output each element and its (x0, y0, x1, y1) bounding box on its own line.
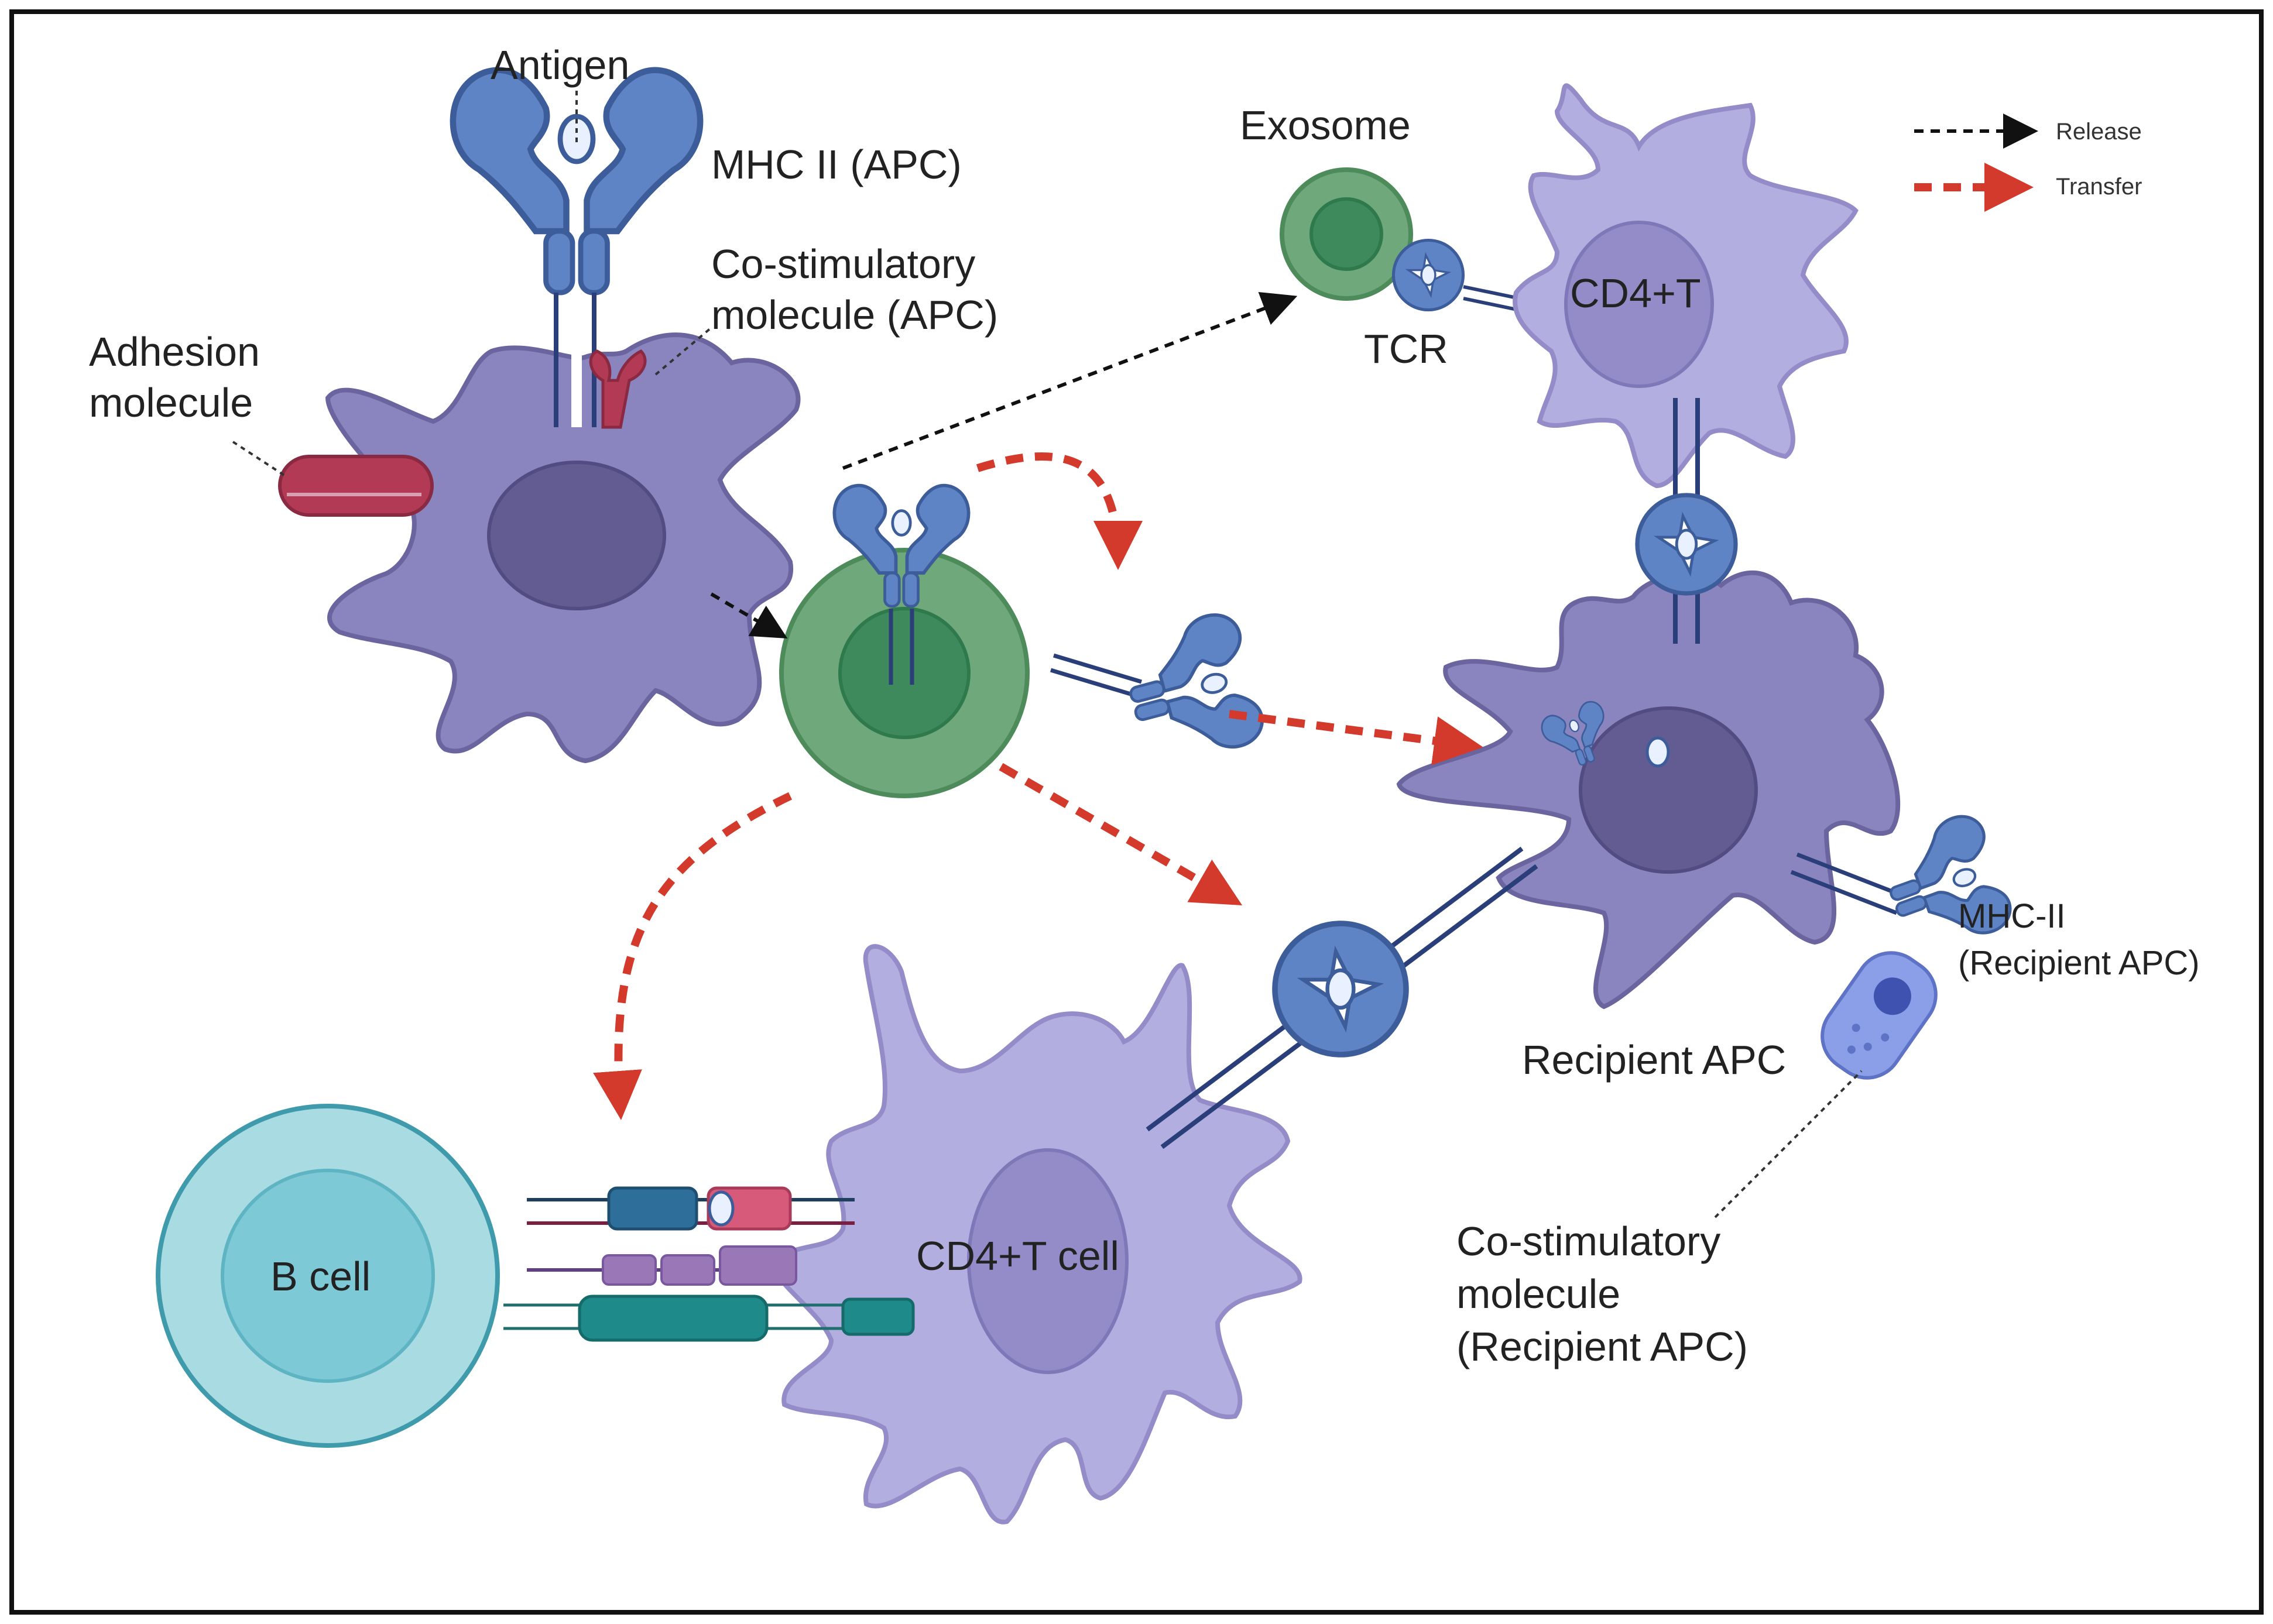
label-tcr: TCR (1364, 326, 1448, 372)
recipient-apc (1396, 398, 2017, 1080)
co-stimulatory-icon (589, 349, 647, 429)
label-mhc-recipient-1: MHC-II (1958, 897, 2066, 935)
tcr-icon (1394, 241, 1463, 310)
exosome-center (779, 486, 1030, 798)
b-cell (156, 1104, 915, 1448)
label-adhesion-2: molecule (89, 380, 253, 425)
cd4t-bottom-cell (770, 846, 1538, 1525)
label-antigen: Antigen (491, 42, 629, 88)
label-cd4t-top: CD4+T (1570, 270, 1701, 316)
legend-transfer-label: Transfer (2056, 174, 2142, 200)
label-mhc-recipient-2: (Recipient APC) (1958, 944, 2200, 982)
label-costim-recipient-1: Co-stimulatory (1456, 1218, 1720, 1264)
transfer-arrow-curve-down (976, 452, 1143, 570)
transfer-arrow-to-b-cell (593, 792, 793, 1120)
donor-apc (278, 70, 801, 764)
recipient-tcr-top (1637, 495, 1736, 593)
label-b-cell: B cell (270, 1254, 371, 1299)
recipient-co-stimulatory-icon (1821, 951, 1938, 1080)
label-mhc-ii-apc: MHC II (APC) (711, 142, 962, 187)
exosome-top (1280, 167, 1534, 315)
transfer-arrow-to-recipient (1229, 710, 1483, 765)
free-mhc (1050, 609, 1268, 770)
legend: Release Transfer (1914, 114, 2142, 212)
release-arrow-to-exosome-center (710, 592, 788, 639)
b-cell-receptors (503, 1186, 915, 1342)
legend-release-label: Release (2056, 119, 2142, 145)
labels: Antigen MHC II (APC) Co-stimulatory mole… (89, 42, 2200, 1369)
label-adhesion-1: Adhesion (89, 329, 260, 375)
label-exosome: Exosome (1240, 102, 1411, 148)
release-arrows (710, 291, 1298, 639)
label-recipient-apc: Recipient APC (1522, 1037, 1786, 1083)
label-cd4t-cell: CD4+T cell (916, 1233, 1119, 1279)
release-arrow-to-exosome-top (842, 291, 1298, 470)
label-costim-apc-1: Co-stimulatory (711, 241, 975, 287)
label-costim-recipient-2: molecule (1456, 1271, 1620, 1317)
cd4t-top-cell (1513, 83, 1859, 489)
label-costim-recipient-3: (Recipient APC) (1456, 1324, 1748, 1369)
transfer-arrow-to-synapse (999, 763, 1243, 905)
label-costim-apc-2: molecule (APC) (711, 292, 998, 338)
adhesion-molecule-icon (278, 455, 434, 517)
donor-apc-nucleus (487, 461, 666, 610)
synapse-tcr-mhc (1275, 923, 1406, 1055)
leader-lines (232, 327, 1863, 1218)
transfer-arrows (593, 452, 1483, 1120)
